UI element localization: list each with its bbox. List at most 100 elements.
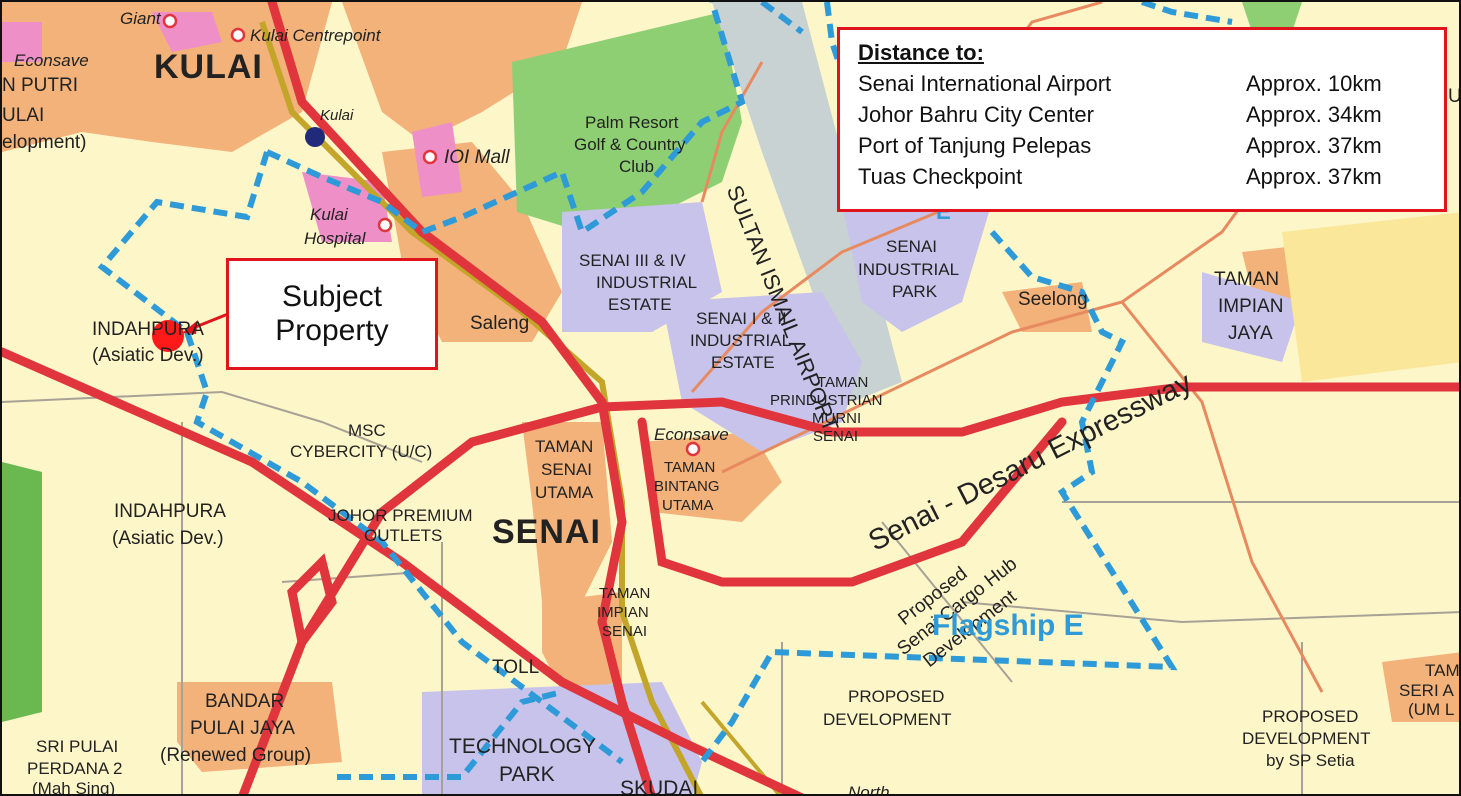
distance-row: Senai International Airport Approx. 10km [858,68,1426,99]
label-taman-impian-senai-line3: SENAI [602,623,648,640]
label-tech-park-line2: PARK [499,763,555,786]
boundary-flagship-e [699,230,1178,764]
label-tam-seri-line3: (UM L [1408,700,1455,719]
taman-bintang-zone [642,432,782,522]
seelong-zone [1002,282,1092,332]
label-kulai-town: KULAI [154,48,263,86]
label-senai-1-2-line3: ESTATE [711,353,775,372]
label-giant: Giant [120,9,161,28]
distance-destination: Johor Bahru City Center [858,102,1094,127]
kulai-station-marker-icon[interactable] [305,127,325,147]
label-toll: TOLL [492,657,540,678]
giant-marker-icon[interactable] [162,13,178,29]
callout-line2: Property [275,314,389,347]
label-prindustrian-line1: TAMAN [817,374,869,391]
label-bandar-pulai-line2: PULAI JAYA [190,718,295,739]
label-senai-1-2-line1: SENAI I & II [696,309,787,328]
taman-senai-utama-zone [522,422,612,602]
taman-impian-jaya-industrial [1202,272,1302,362]
label-prindustrian-line3: MURNI [812,410,862,427]
label-tech-park-line1: TECHNOLOGY [449,735,597,758]
label-flagship-e: Flagship E [932,609,1084,642]
label-prindustrian-line4: SENAI [813,428,859,445]
label-palm-resort-line3: Club [619,157,654,176]
label-proposed-dev-line1: PROPOSED [848,687,945,706]
interchange-loop [287,553,337,653]
kulai-centrepoint-marker-icon[interactable] [230,27,246,43]
callout-arrow-icon [182,320,198,334]
label-north: North [848,783,890,796]
distance-value: Approx. 37km [1246,133,1382,158]
distance-row: Port of Tanjung Pelepas Approx. 37km [858,130,1426,161]
distance-heading: Distance to: [858,40,984,65]
railway-line [259,21,704,794]
green-area-ne [1242,2,1302,32]
green-area-west [2,462,42,722]
label-econsave-senai: Econsave [654,425,729,444]
label-bandar-pulai-line3: (Renewed Group) [160,745,312,766]
golf-course [512,12,742,232]
label-kulai-hospital-line1: Kulai [310,205,348,224]
label-senai-3-4-line3: ESTATE [608,295,672,314]
label-taman-impian-senai-line1: TAMAN [599,585,651,602]
tam-seri-zone [1382,652,1459,722]
label-sri-pulai-line2: PERDANA 2 [27,759,123,778]
subject-property-callout[interactable]: Subject Property [226,258,438,370]
label-taman-bintang-line3: UTAMA [662,497,714,514]
label-indahpura-line1: INDAHPURA [114,501,226,522]
label-johor-premium-line2: OUTLETS [364,526,443,545]
label-sri-pulai-line1: SRI PULAI [36,737,119,756]
kulai-east-residential [342,2,582,142]
label-sp-setia-line1: PROPOSED [1262,707,1359,726]
distance-value: Approx. 34km [1246,102,1382,127]
distance-value: Approx. 10km [1246,71,1382,96]
senai-industrial-park [842,202,992,332]
subject-property-marker-icon[interactable] [152,320,184,352]
label-econsave-nw: Econsave [14,51,89,70]
boundary-top-right [1141,2,1233,25]
econsave-senai-marker-icon[interactable] [685,441,701,457]
callout-line1: Subject [281,279,383,313]
label-palm-resort-line2: Golf & Country [574,135,686,154]
kulai-hospital-marker-icon[interactable] [377,217,393,233]
label-senai-ind-park-line3: PARK [892,282,938,301]
distance-destination: Tuas Checkpoint [858,164,1023,189]
label-sri-pulai-line3: (Mah Sing) [32,779,116,796]
label-taman-impian-jaya-line3: JAYA [1228,323,1273,344]
label-msc-line1: MSC [348,421,386,440]
label-indahpura-top-line1: INDAHPURA [92,319,204,340]
label-taman-bintang-line1: TAMAN [664,459,716,476]
label-taman-impian-jaya-line2: IMPIAN [1218,296,1284,317]
label-seelong: Seelong [1018,289,1088,310]
airport-runway [712,2,902,402]
senai-1-2-estate [662,292,862,452]
econsave-commercial [2,22,42,62]
boundary-airport-top [760,2,804,35]
label-putri: N PUTRI [2,75,78,96]
label-kulai-station: Kulai [320,107,354,124]
label-ulai: ULAI [2,105,45,126]
label-saleng: Saleng [470,313,530,334]
label-kulai-centrepoint: Kulai Centrepoint [250,26,381,45]
senai-desaru-expressway [238,382,1459,794]
label-msc-line2: CYBERCITY (U/C) [290,442,433,461]
label-prindustrian-line2: PRINDUSTRIAN [770,392,883,409]
residential-zones [2,2,1459,772]
label-kulai-hospital-line2: Hospital [304,229,366,248]
ioi-mall-marker-icon[interactable] [422,149,438,165]
label-right-edge-u: U [1448,86,1461,107]
distance-row: Tuas Checkpoint Approx. 37km [858,161,1426,192]
boundary-north-airport [824,2,845,73]
technology-park [422,682,702,794]
label-senai-ind-park-line1: SENAI [886,237,938,256]
label-taman-impian-senai-line2: IMPIAN [597,604,649,621]
ioi-mall-commercial [412,122,462,197]
label-palm-resort-line1: Palm Resort [585,113,679,132]
distance-destination: Port of Tanjung Pelepas [858,133,1092,158]
label-senai-town: SENAI [492,513,601,551]
distance-info-box: Distance to: Senai International Airport… [837,27,1447,212]
label-indahpura-line2: (Asiatic Dev.) [112,528,224,549]
label-proposed-dev-line2: DEVELOPMENT [823,710,952,729]
label-taman-senai-utama-line1: TAMAN [535,437,594,456]
label-johor-premium-line1: JOHOR PREMIUM [328,506,473,525]
